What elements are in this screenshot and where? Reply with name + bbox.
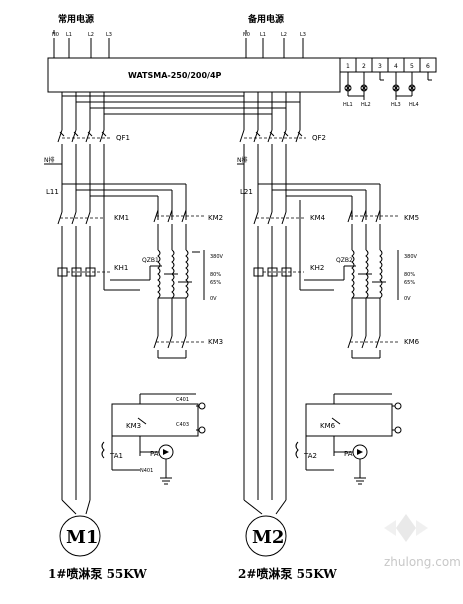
ammeter-pa1 bbox=[140, 444, 174, 485]
indicator-hl1: HL1 bbox=[343, 102, 353, 108]
label-m1: M1 bbox=[66, 527, 98, 548]
breaker-qf2 bbox=[239, 129, 306, 200]
label-km2: KM2 bbox=[208, 214, 223, 222]
label-m2: M2 bbox=[252, 527, 284, 548]
terminal-4: 4 bbox=[394, 63, 398, 70]
output-bus bbox=[61, 92, 301, 130]
breaker-qf1 bbox=[57, 129, 110, 200]
label-km6-control: KM6 bbox=[320, 422, 336, 430]
contactor-km6 bbox=[347, 298, 400, 359]
left-input-l1: L1 bbox=[66, 32, 72, 38]
label-c403: C403 bbox=[176, 422, 189, 428]
control-circuit-right bbox=[295, 393, 402, 471]
indicator-hl2: HL2 bbox=[361, 102, 371, 108]
motor-m2 bbox=[243, 499, 287, 557]
label-km1: KM1 bbox=[114, 214, 129, 222]
control-circuit-left bbox=[101, 393, 206, 471]
contactor-km5 bbox=[347, 209, 400, 250]
label-qf1: QF1 bbox=[116, 134, 130, 142]
terminal-5: 5 bbox=[410, 63, 414, 70]
label-km3: KM3 bbox=[208, 338, 223, 346]
right-input-l3: L3 bbox=[300, 32, 306, 38]
label-tap-65-left: 65% bbox=[210, 280, 221, 286]
label-c401: C401 bbox=[176, 397, 189, 403]
contactor-km3 bbox=[153, 298, 204, 359]
label-tap-80-left: 80% bbox=[210, 272, 221, 278]
caption-m2: 2#喷淋泵 55KW bbox=[238, 566, 337, 581]
switch-model-label: WATSMA-250/200/4P bbox=[128, 71, 222, 80]
label-km4: KM4 bbox=[310, 214, 326, 222]
label-ta1: TA1 bbox=[109, 452, 123, 460]
thermal-relay-kh1 bbox=[57, 200, 140, 291]
right-input-l1: L1 bbox=[260, 32, 266, 38]
label-n401: N401 bbox=[140, 468, 153, 474]
label-qzb1: QZB1 bbox=[142, 257, 159, 264]
motor-m1 bbox=[59, 499, 101, 557]
label-km6: KM6 bbox=[404, 338, 420, 346]
label-qf2: QF2 bbox=[312, 134, 326, 142]
indicator-lamps bbox=[344, 72, 432, 100]
label-l21: L21 bbox=[240, 188, 253, 196]
ats-switch-box bbox=[47, 57, 341, 93]
watermark-logo bbox=[384, 514, 428, 542]
label-n-bar-1: N排 bbox=[44, 156, 55, 164]
terminal-block bbox=[339, 57, 437, 73]
left-input-l3: L3 bbox=[106, 32, 112, 38]
label-qzb2: QZB2 bbox=[336, 257, 353, 264]
label-kh1: KH1 bbox=[114, 264, 128, 272]
left-input-l2: L2 bbox=[88, 32, 94, 38]
terminal-1: 1 bbox=[346, 63, 350, 70]
label-tap-380-right: 380V bbox=[404, 254, 418, 260]
label-n-bar-2: N排 bbox=[237, 156, 248, 164]
label-tap-0-left: 0V bbox=[210, 296, 217, 302]
label-pa1: PA bbox=[150, 450, 159, 458]
ammeter-pa2 bbox=[334, 444, 368, 485]
label-km3-control: KM3 bbox=[126, 422, 141, 430]
watermark-text: zhulong.com bbox=[384, 555, 461, 569]
terminal-3: 3 bbox=[378, 63, 382, 70]
label-ta2: TA2 bbox=[303, 452, 317, 460]
contactor-km2 bbox=[153, 209, 204, 250]
label-tap-80-right: 80% bbox=[404, 272, 415, 278]
contactor-km4 bbox=[243, 200, 304, 300]
indicator-hl3: HL3 bbox=[391, 102, 401, 108]
label-tap-380-left: 380V bbox=[210, 254, 224, 260]
autotransformer-qzb2 bbox=[334, 249, 386, 299]
label-km5: KM5 bbox=[404, 214, 419, 222]
caption-m1: 1#喷淋泵 55KW bbox=[48, 566, 147, 581]
input-feeders bbox=[53, 30, 304, 58]
label-kh2: KH2 bbox=[310, 264, 324, 272]
left-input-n0: N0 bbox=[52, 32, 59, 38]
label-tap-65-right: 65% bbox=[404, 280, 415, 286]
contactor-km1 bbox=[57, 200, 104, 300]
label-l11: L11 bbox=[46, 188, 59, 196]
label-pa2: PA bbox=[344, 450, 353, 458]
right-input-l2: L2 bbox=[281, 32, 287, 38]
terminal-2: 2 bbox=[362, 63, 366, 70]
motor-feeders bbox=[61, 300, 287, 500]
indicator-hl4: HL4 bbox=[409, 102, 419, 108]
backup-power-title: 备用电源 bbox=[247, 13, 284, 25]
right-input-n0: N0 bbox=[243, 32, 250, 38]
label-tap-0-right: 0V bbox=[404, 296, 411, 302]
thermal-relay-kh2 bbox=[253, 200, 334, 291]
terminal-6: 6 bbox=[426, 63, 430, 70]
normal-power-title: 常用电源 bbox=[58, 13, 94, 25]
